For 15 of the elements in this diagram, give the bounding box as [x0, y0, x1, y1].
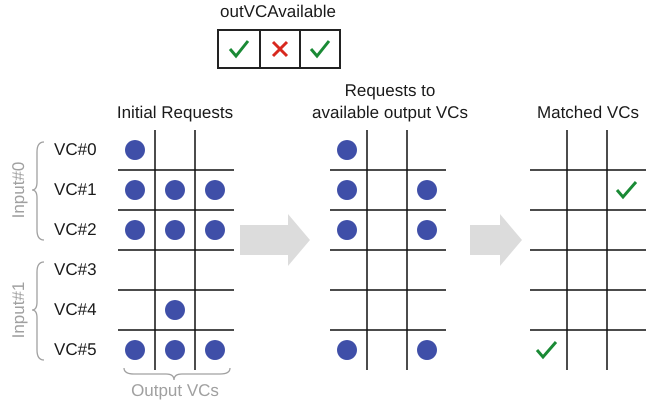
variable-name: outVCAvailable — [219, 2, 337, 22]
row-label: VC#4 — [54, 300, 97, 320]
row-label: VC#5 — [54, 340, 97, 360]
matrix-title: Matched VCs — [536, 102, 640, 124]
row-label: VC#3 — [54, 260, 97, 280]
matrix-title: Initial Requests — [116, 102, 234, 124]
row-label: VC#0 — [54, 140, 97, 160]
arrow — [240, 214, 310, 266]
axis-label: Output VCs — [130, 381, 220, 401]
group-label: Input#1 — [9, 280, 29, 340]
matrix-title: Requests to available output VCs — [312, 80, 468, 124]
arrow — [470, 214, 522, 266]
row-label: VC#1 — [54, 180, 97, 200]
row-label: VC#2 — [54, 220, 97, 240]
group-label: Input#0 — [9, 160, 29, 220]
